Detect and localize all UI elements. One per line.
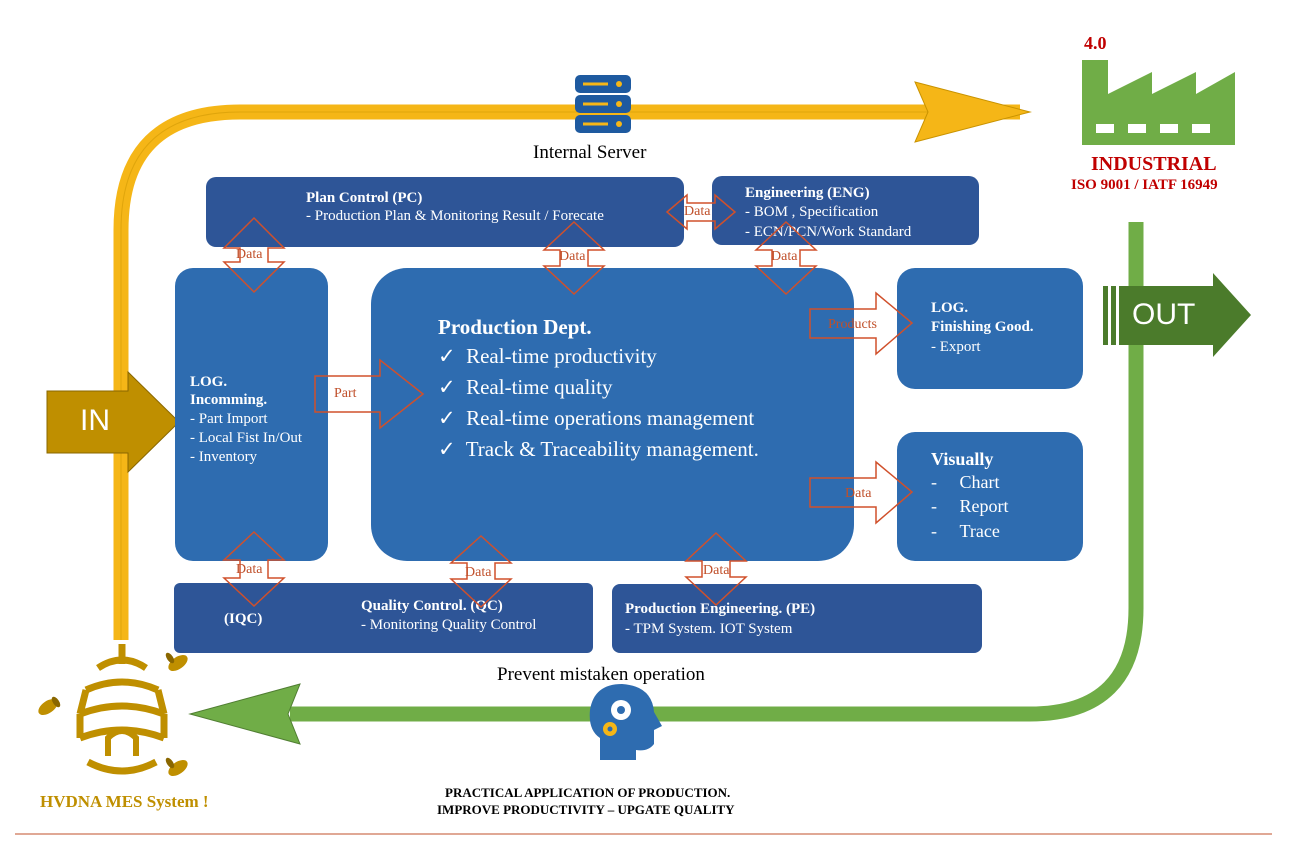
visually-box: Visually - Chart - Report - Trace bbox=[897, 432, 1083, 561]
log-incoming-title2: Incomming. bbox=[190, 392, 268, 408]
data-arrow-pc-eng bbox=[665, 193, 737, 231]
visually-item-chart-label: Chart bbox=[959, 472, 1000, 492]
log-incoming-line1: - Part Import bbox=[190, 411, 268, 427]
part-label: Part bbox=[334, 386, 357, 401]
visually-item-report-label: Report bbox=[959, 496, 1009, 516]
engineering-title: Engineering (ENG) bbox=[745, 185, 870, 201]
data-label-pc-prod: Data bbox=[559, 249, 586, 264]
log-incoming-line2: - Local Fist In/Out bbox=[190, 430, 303, 446]
in-label: IN bbox=[80, 404, 110, 437]
plan-control-title: Plan Control (PC) bbox=[306, 190, 423, 206]
production-engineering-line1: - TPM System. IOT System bbox=[625, 621, 793, 637]
factory-icon bbox=[1082, 60, 1235, 145]
data-label-eng-prod: Data bbox=[771, 249, 798, 264]
production-item-3: ✓ Real-time operations management bbox=[438, 406, 755, 430]
engineering-line2: - ECN/PCN/Work Standard bbox=[745, 224, 912, 240]
visually-title: Visually bbox=[931, 449, 994, 469]
quality-control-title: Quality Control. (QC) bbox=[361, 598, 503, 614]
log-finishing-title1: LOG. bbox=[931, 300, 969, 316]
industrial-standards: ISO 9001 / IATF 16949 bbox=[1071, 177, 1218, 193]
data-arrow-log-iqc bbox=[222, 530, 286, 608]
log-incoming-line3: - Inventory bbox=[190, 449, 258, 465]
yellow-flow-arrowhead bbox=[914, 81, 1032, 143]
gear-head-icon bbox=[589, 684, 662, 760]
footer-line2: IMPROVE PRODUCTIVITY – UPGATE QUALITY bbox=[437, 802, 735, 817]
out-arrow bbox=[1103, 273, 1251, 357]
out-label: OUT bbox=[1132, 298, 1196, 331]
data-label-log-iqc: Data bbox=[236, 562, 263, 577]
production-item-1-label: Real-time productivity bbox=[466, 344, 657, 368]
data-arrow-eng-prod bbox=[754, 220, 818, 296]
bee-icon bbox=[38, 652, 188, 776]
brand-label: HVDNA MES System ! bbox=[40, 792, 209, 811]
iqc-box: (IQC) bbox=[174, 583, 374, 653]
production-engineering-box: Production Engineering. (PE) - TPM Syste… bbox=[612, 584, 982, 653]
server-label: Internal Server bbox=[533, 142, 647, 163]
products-label: Products bbox=[828, 317, 877, 332]
production-item-4-label: Track & Traceability management. bbox=[465, 437, 759, 461]
production-dept-title: Production Dept. bbox=[438, 315, 592, 339]
in-arrow bbox=[46, 370, 180, 474]
visually-item-trace: - Trace bbox=[931, 521, 1000, 541]
data-arrow-prod-pe bbox=[684, 531, 748, 607]
production-engineering-title: Production Engineering. (PE) bbox=[625, 601, 816, 617]
prevent-label: Prevent mistaken operation bbox=[497, 664, 705, 685]
data-arrow-pc-prod bbox=[542, 220, 606, 296]
log-finishing-line1: - Export bbox=[931, 339, 981, 355]
iqc-title: (IQC) bbox=[224, 611, 263, 627]
data-label-prod-pe: Data bbox=[703, 563, 730, 578]
data-label-visually: Data bbox=[845, 486, 872, 501]
log-incoming-box: LOG. Incomming. - Part Import - Local Fi… bbox=[175, 268, 328, 561]
data-arrow-pc-log bbox=[222, 216, 286, 294]
data-arrow-prod-qc bbox=[449, 534, 513, 609]
database-server-icon bbox=[575, 75, 631, 133]
production-dept-box: Production Dept. ✓ Real-time productivit… bbox=[371, 268, 854, 561]
industrial-version: 4.0 bbox=[1084, 33, 1107, 53]
visually-item-trace-label: Trace bbox=[959, 521, 1000, 541]
green-flow-line bbox=[290, 222, 1144, 722]
log-finishing-box: LOG. Finishing Good. - Export bbox=[897, 268, 1083, 389]
data-label-pc-eng: Data bbox=[684, 204, 711, 219]
yellow-flow-line-outline bbox=[120, 111, 1020, 640]
products-arrow bbox=[809, 291, 914, 356]
visually-item-chart: - Chart bbox=[931, 472, 1000, 492]
visually-item-report: - Report bbox=[931, 496, 1009, 516]
green-flow-arrowhead bbox=[188, 683, 301, 745]
plan-control-box: Plan Control (PC) - Production Plan & Mo… bbox=[206, 177, 684, 247]
data-label-pc-log: Data bbox=[236, 247, 263, 262]
production-item-1: ✓ Real-time productivity bbox=[438, 344, 657, 368]
plan-control-line1: - Production Plan & Monitoring Result / … bbox=[306, 208, 604, 224]
production-item-4: ✓ Track & Traceability management. bbox=[438, 437, 759, 461]
part-arrow bbox=[314, 358, 425, 430]
data-label-prod-qc: Data bbox=[465, 565, 492, 580]
production-item-2: ✓ Real-time quality bbox=[438, 375, 613, 399]
footer-line1: PRACTICAL APPLICATION OF PRODUCTION. bbox=[445, 785, 731, 800]
log-finishing-title2: Finishing Good. bbox=[931, 319, 1034, 335]
production-item-3-label: Real-time operations management bbox=[466, 406, 755, 430]
engineering-box: Engineering (ENG) - BOM , Specification … bbox=[712, 176, 979, 245]
engineering-line1: - BOM , Specification bbox=[745, 204, 879, 220]
industrial-title: INDUSTRIAL bbox=[1091, 153, 1217, 175]
production-item-2-label: Real-time quality bbox=[466, 375, 613, 399]
quality-control-line1: - Monitoring Quality Control bbox=[361, 617, 537, 633]
log-incoming-title1: LOG. bbox=[190, 374, 228, 390]
beehive-icon bbox=[76, 644, 168, 775]
data-arrow-visually bbox=[809, 460, 914, 525]
